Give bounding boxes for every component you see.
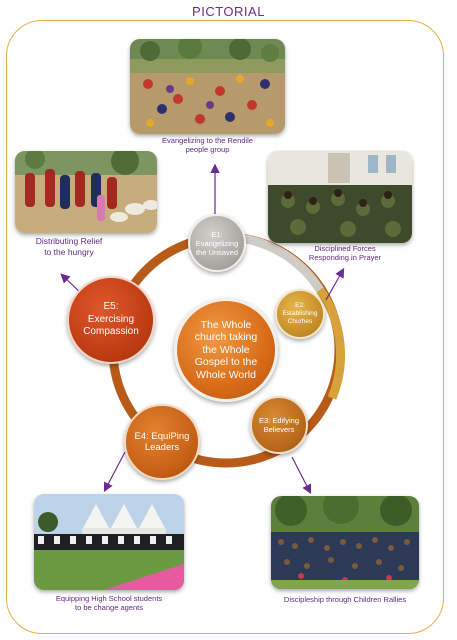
node-e3: E3: Edifying Believers — [250, 396, 308, 454]
arrow-e3 — [291, 456, 312, 495]
center-text: The Whole church taking the Whole Gospel… — [194, 318, 258, 381]
node-e4: E4: EquiPing Leaders — [124, 404, 200, 480]
caption-right-top: Disciplined Forces Responding in Prayer — [308, 244, 382, 262]
caption-top: Evangelizing to the Rendile people group — [162, 136, 253, 154]
students-tent-gathering-photo — [34, 494, 184, 590]
caption-right-bottom: Discipleship through Children Rallies — [283, 595, 407, 604]
node-e1: E1: Evangelizing the Unsaved — [188, 214, 246, 272]
node-e1-label: E1: Evangelizing the Unsaved — [195, 229, 239, 257]
node-e5-label: E5: Exercising Compassion — [83, 301, 139, 338]
church-congregation-prayer-photo — [268, 151, 412, 243]
node-e2: E2: Establishing Churhes — [275, 289, 325, 339]
node-e2-label: E2: Establishing Churhes — [282, 302, 318, 325]
crowd-seated-outdoors-photo — [130, 39, 285, 134]
center-circle: The Whole church taking the Whole Gospel… — [174, 298, 278, 402]
node-e5: E5: Exercising Compassion — [67, 276, 155, 364]
node-e4-label: E4: EquiPing Leaders — [134, 430, 190, 454]
arrow-e4 — [103, 451, 126, 493]
node-e3-label: E3: Edifying Believers — [258, 416, 300, 434]
page-title: PICTORIAL — [192, 4, 265, 19]
caption-left-top: Distributing Relief to the hungry — [35, 236, 103, 257]
relief-distribution-photo — [15, 151, 157, 233]
content-frame — [6, 20, 444, 634]
arrow-e2 — [325, 267, 345, 301]
children-rally-crowd-photo — [271, 496, 419, 589]
caption-left-bottom: Equipping High School students to be cha… — [55, 594, 163, 612]
cycle-ring-gold-arc — [316, 287, 346, 400]
